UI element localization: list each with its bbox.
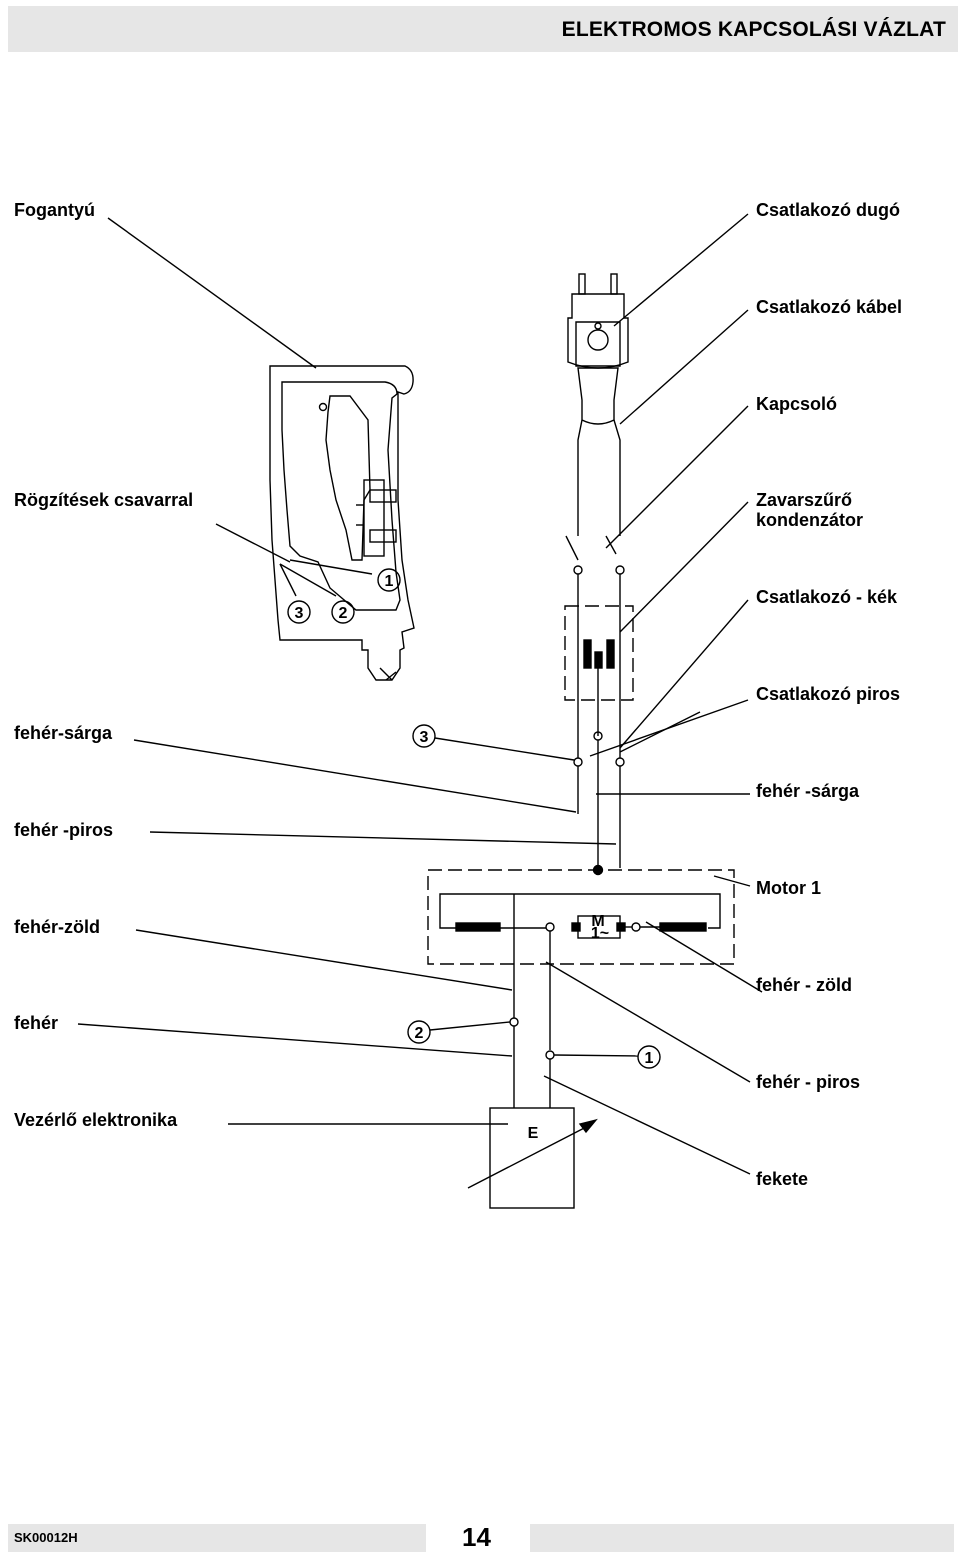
label-switch: Kapcsoló: [756, 394, 838, 414]
label-white-green-right: fehér - zöld: [756, 975, 853, 995]
footer-doc-code: SK00012H: [14, 1530, 78, 1545]
label-suppressor-line1: Zavarszűrő: [756, 490, 853, 510]
label-plug: Csatlakozó dugó: [756, 200, 901, 220]
page-number: 14: [462, 1522, 491, 1552]
handle-drawing: 1 3 2: [107, 217, 415, 681]
lower-wiring: 2 1 E: [77, 894, 751, 1209]
wire-marker-3: 3: [420, 729, 429, 746]
handle-marker-2: 2: [339, 605, 348, 622]
wire-marker-1: 1: [645, 1050, 654, 1067]
motor-drawing: M 1~: [427, 869, 763, 993]
footer-left-bar: [8, 1524, 426, 1552]
label-black: fekete: [756, 1169, 809, 1189]
label-suppressor-line2: kondenzátor: [756, 510, 864, 530]
wiring-lines: 3: [133, 213, 750, 876]
motor-symbol-bottom: 1~: [591, 925, 609, 942]
switch-drawing: [565, 535, 625, 575]
motor-symbol-top: M: [591, 913, 604, 930]
plug-drawing: [567, 273, 629, 536]
label-connector-blue: Csatlakozó - kék: [756, 587, 898, 607]
label-white-yellow-right: fehér -sárga: [756, 781, 860, 801]
electronics-symbol: E: [528, 1125, 539, 1142]
label-motor: Motor 1: [756, 878, 821, 898]
label-white-red-left: fehér -piros: [14, 820, 114, 840]
wire-marker-2: 2: [415, 1025, 424, 1042]
label-white-green-left: fehér-zöld: [14, 917, 101, 937]
label-connector-red: Csatlakozó piros: [756, 684, 901, 704]
handle-marker-3: 3: [295, 605, 304, 622]
header-bar: [8, 6, 958, 52]
handle-marker-1: 1: [385, 573, 394, 590]
label-white-yellow-left: fehér-sárga: [14, 723, 113, 743]
label-handle: Fogantyú: [14, 200, 95, 220]
capacitor-drawing: [564, 574, 634, 767]
label-white-red-right: fehér - piros: [756, 1072, 861, 1092]
label-white: fehér: [14, 1013, 59, 1033]
label-control-electronics: Vezérlő elektronika: [14, 1110, 178, 1130]
label-cable: Csatlakozó kábel: [756, 297, 903, 317]
label-screw-mounts: Rögzítések csavarral: [14, 490, 194, 510]
page-title: ELEKTROMOS KAPCSOLÁSI VÁZLAT: [561, 18, 946, 41]
footer-right-bar: [530, 1524, 954, 1552]
